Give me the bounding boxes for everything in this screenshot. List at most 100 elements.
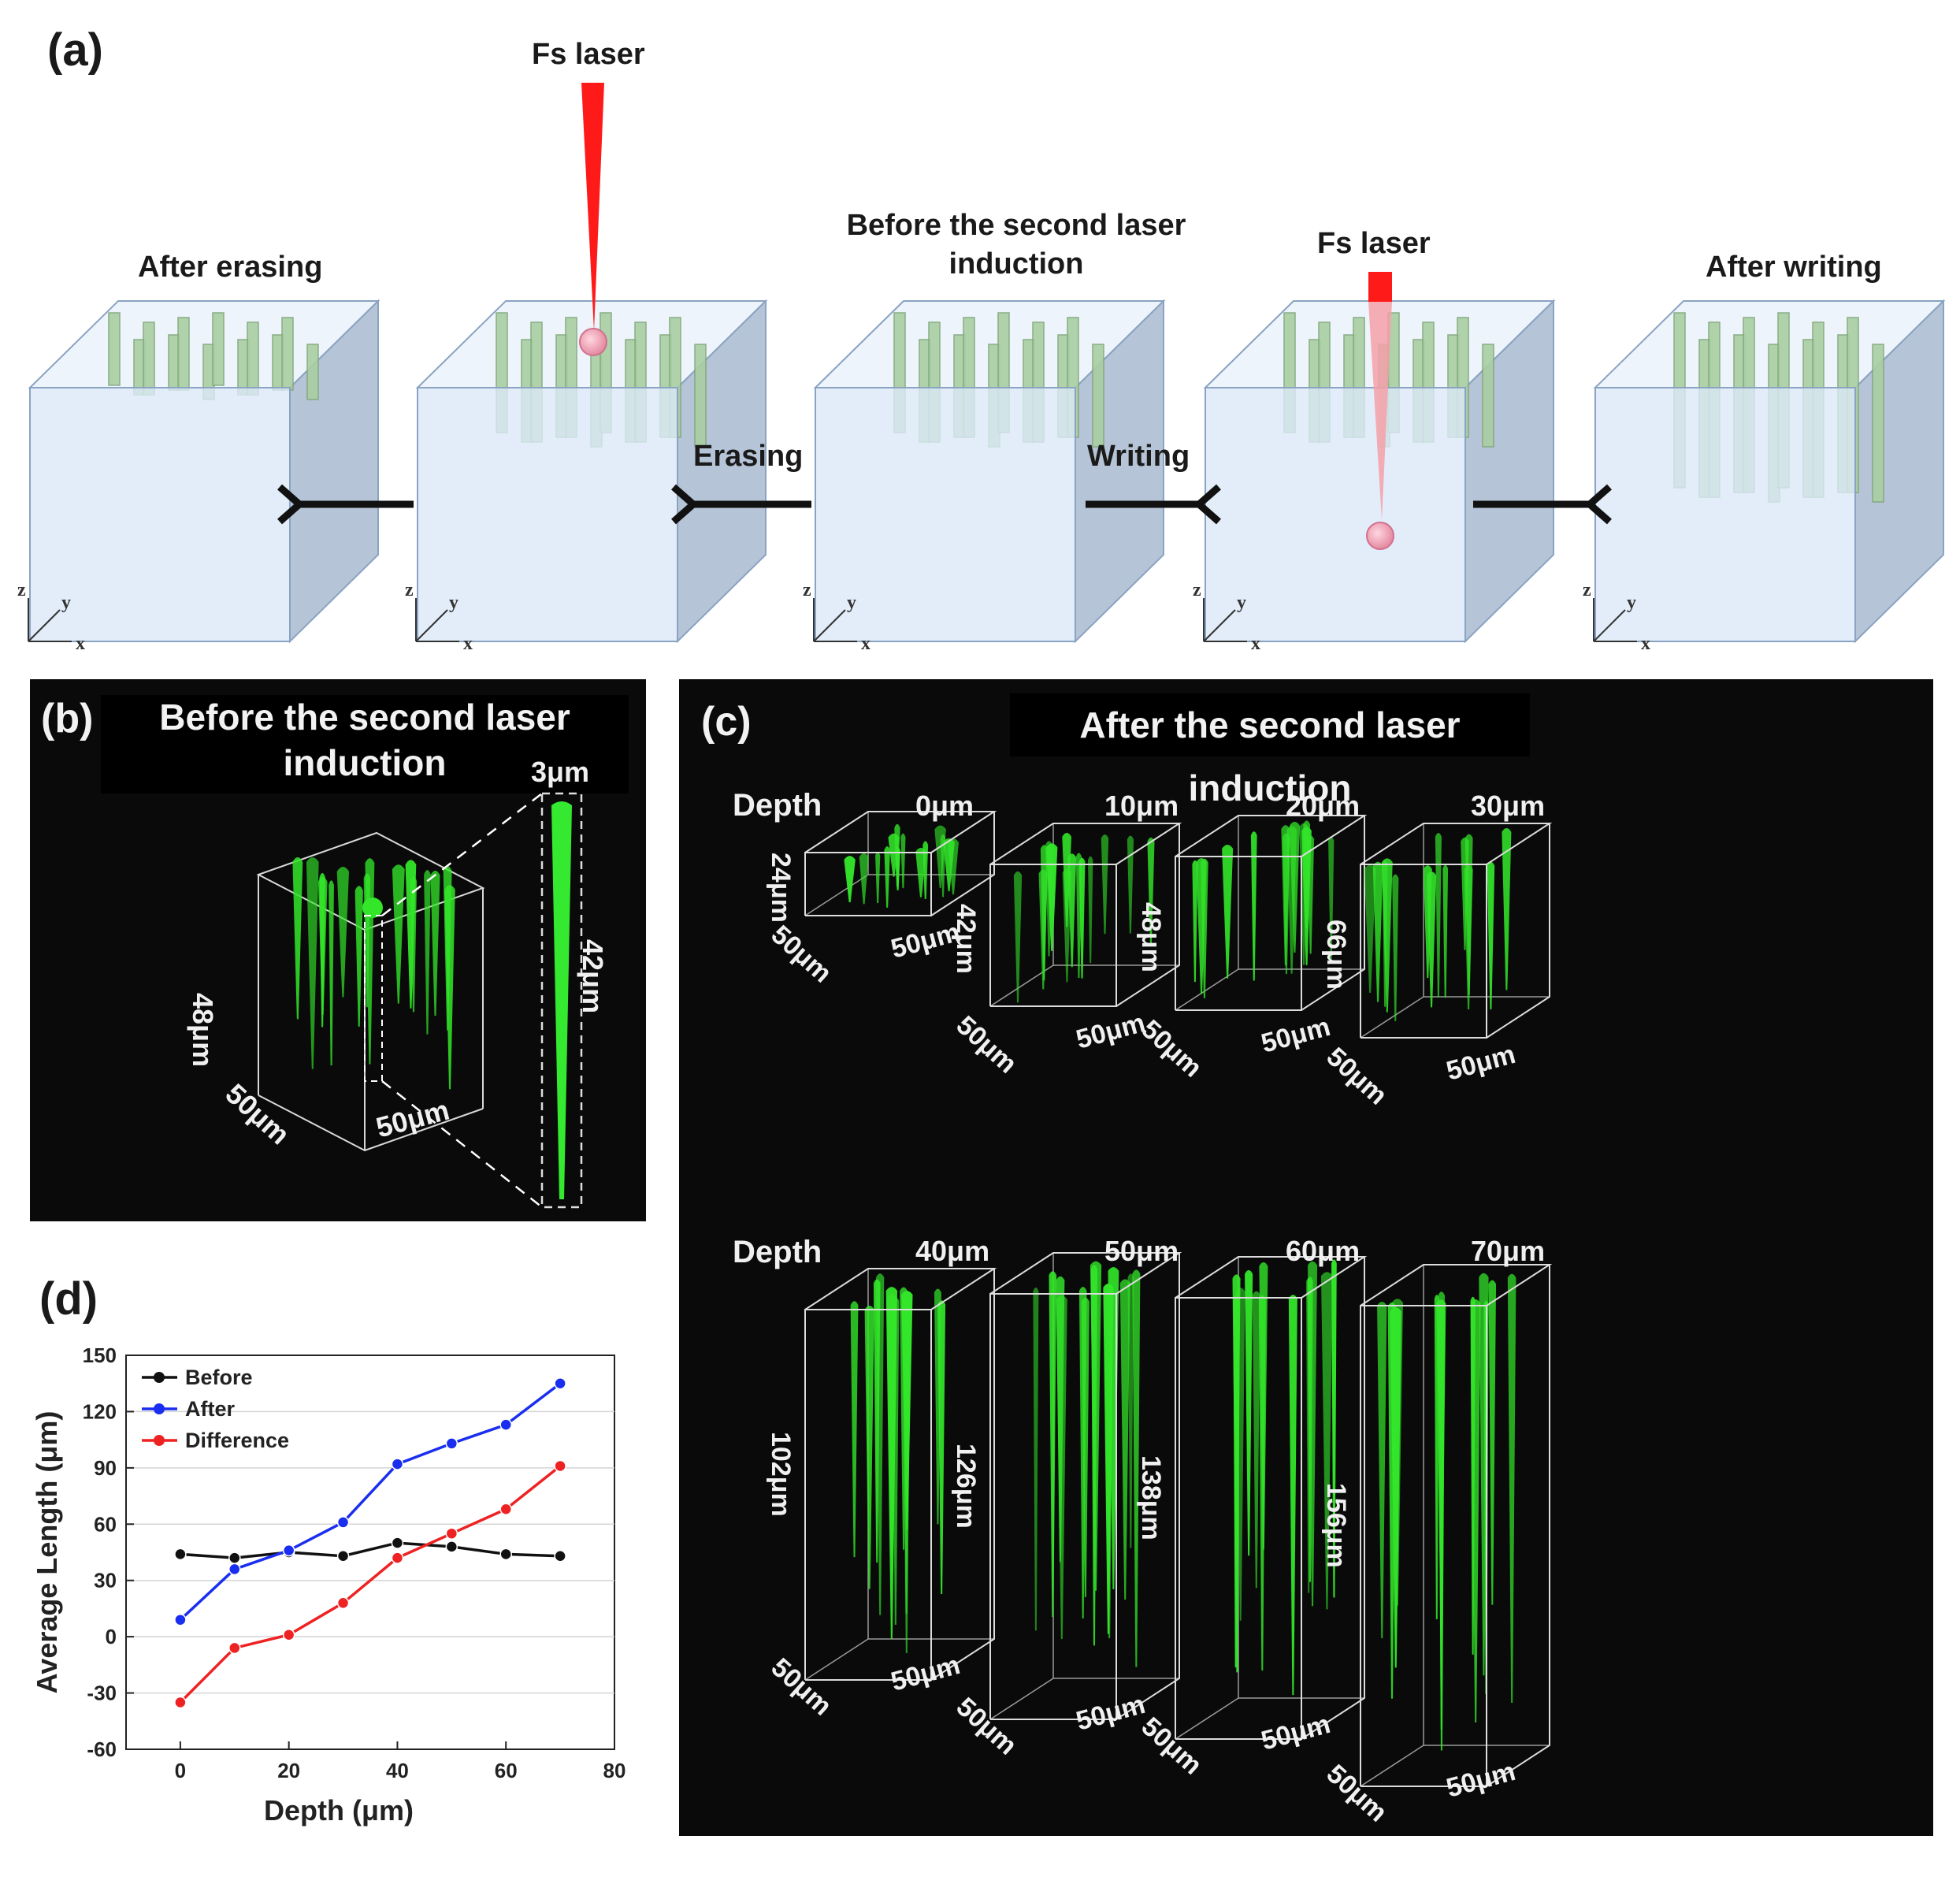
cylinder-rod <box>694 344 707 448</box>
cube-4: zyx <box>1193 299 1556 654</box>
green-needle <box>336 867 350 998</box>
green-needle <box>1259 1262 1268 1550</box>
arrow-head <box>1193 484 1221 525</box>
green-needle <box>1435 832 1442 998</box>
box-back-edge <box>1175 968 1239 1011</box>
data-point-after <box>282 1544 295 1557</box>
green-needle <box>1040 845 1048 981</box>
axis-x-label: x <box>76 634 85 654</box>
data-point-before <box>499 1548 512 1561</box>
legend-label-difference: Difference <box>185 1429 289 1452</box>
green-needle <box>355 886 363 1027</box>
cylinder-rod <box>177 317 190 391</box>
render-10um <box>989 823 1182 1007</box>
green-needle <box>1245 1269 1253 1556</box>
height-label-7: 156μm <box>1321 1483 1351 1568</box>
green-needle <box>292 857 303 1020</box>
cube-1: zyx <box>17 299 380 654</box>
data-point-after <box>391 1458 404 1470</box>
data-point-after <box>228 1563 241 1576</box>
panel-c-depth-label-row1: Depth <box>733 788 822 823</box>
y-tick-label: 30 <box>94 1569 117 1592</box>
axis-x-label: x <box>1641 634 1650 654</box>
green-needle <box>1382 860 1388 1007</box>
green-needle <box>1488 1280 1497 1605</box>
x-tick-label: 60 <box>495 1759 518 1782</box>
green-needle <box>424 870 431 1035</box>
green-needle <box>1331 1259 1337 1598</box>
green-needle <box>319 872 325 1028</box>
axis-y-label: y <box>847 593 856 613</box>
axis-y-label: y <box>1237 593 1246 613</box>
box-top <box>804 1268 997 1310</box>
box-top <box>804 811 997 853</box>
green-needle <box>1192 860 1198 983</box>
green-needle <box>1075 853 1082 979</box>
green-needle <box>306 857 319 1069</box>
green-needle <box>1201 858 1208 998</box>
arrow-head <box>671 484 699 525</box>
panel-b-height: 48μm <box>187 993 219 1068</box>
erase-arrow-2 <box>671 484 811 525</box>
render-30um <box>1360 823 1553 1039</box>
zoom-line <box>381 1080 543 1208</box>
green-needle <box>1132 1269 1141 1667</box>
box-back-edge <box>1360 1745 1424 1787</box>
cube-3: zyx <box>803 299 1166 654</box>
green-needle <box>1127 1273 1134 1548</box>
zoom-box <box>540 792 583 1209</box>
plot-frame <box>125 1355 615 1750</box>
panel-c: (c) After the second laser induction Dep… <box>679 679 1933 1836</box>
cylinder-rod <box>143 321 155 396</box>
data-point-after <box>174 1613 187 1626</box>
zoom-source-box <box>364 915 383 1082</box>
box-top <box>1175 815 1368 857</box>
green-needle <box>1222 844 1234 979</box>
green-needle <box>859 853 869 905</box>
x-tick-label: 40 <box>386 1759 409 1782</box>
axis-z-label: z <box>1193 580 1201 600</box>
data-point-before <box>554 1550 566 1563</box>
depth-value-6: 60μm <box>1286 1235 1360 1267</box>
green-needle <box>1088 856 1093 964</box>
zoomed-needle <box>551 801 572 1199</box>
cylinder-rod <box>1872 344 1884 503</box>
x-tick-label: 20 <box>277 1759 300 1782</box>
data-point-before <box>174 1548 187 1561</box>
data-point-difference <box>499 1503 512 1515</box>
depth-value-4: 40μm <box>915 1235 990 1267</box>
y-axis-label: Average Length (μm) <box>31 1411 63 1694</box>
cube-front <box>29 387 291 642</box>
cube-2: zyx <box>405 299 768 654</box>
green-needle <box>1442 864 1449 998</box>
cylinder-rod <box>1092 344 1104 448</box>
green-needle <box>1392 874 1399 1021</box>
green-needle <box>850 1301 859 1558</box>
cylinder-rod <box>247 321 259 396</box>
green-needle <box>329 880 334 1066</box>
green-needle <box>1056 1295 1067 1640</box>
data-point-difference <box>336 1596 350 1610</box>
green-needle <box>1081 1297 1090 1597</box>
green-needle <box>876 1273 885 1615</box>
green-needle <box>1305 1277 1312 1593</box>
green-needle <box>1487 861 1495 1009</box>
green-needle <box>1320 1272 1333 1610</box>
axis-y-label: y <box>1627 593 1636 613</box>
render-60um <box>1175 1256 1368 1740</box>
legend-label-after: After <box>185 1397 235 1421</box>
green-needle <box>1377 1301 1387 1639</box>
legend-marker-after <box>154 1403 165 1414</box>
box-back-edge <box>1175 1697 1239 1740</box>
green-needle <box>884 846 890 908</box>
box-top <box>1175 1256 1368 1299</box>
cube-5: zyx <box>1583 299 1946 654</box>
green-needle <box>1372 861 1383 1002</box>
box-side <box>1486 823 1550 1039</box>
depth-value-2: 20μm <box>1286 790 1360 822</box>
data-point-after <box>499 1418 512 1431</box>
zoom-line <box>381 793 543 916</box>
panel-b-title-line1: Before the second laser <box>159 697 570 738</box>
box-side <box>1115 1253 1180 1720</box>
green-needle <box>844 856 856 903</box>
